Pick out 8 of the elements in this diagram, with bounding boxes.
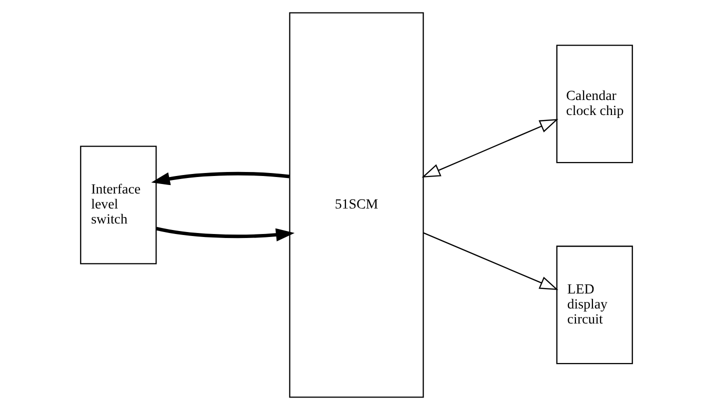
- arrow: [156, 226, 294, 242]
- arrow: [150, 172, 290, 186]
- arrow: [422, 232, 558, 290]
- node-box: 51SCM: [288, 12, 424, 398]
- node-box: Interface level switch: [80, 146, 156, 264]
- node-box: LED display circuit: [556, 246, 632, 364]
- arrow: [421, 119, 558, 178]
- node-box: Calendar clock chip: [556, 44, 632, 164]
